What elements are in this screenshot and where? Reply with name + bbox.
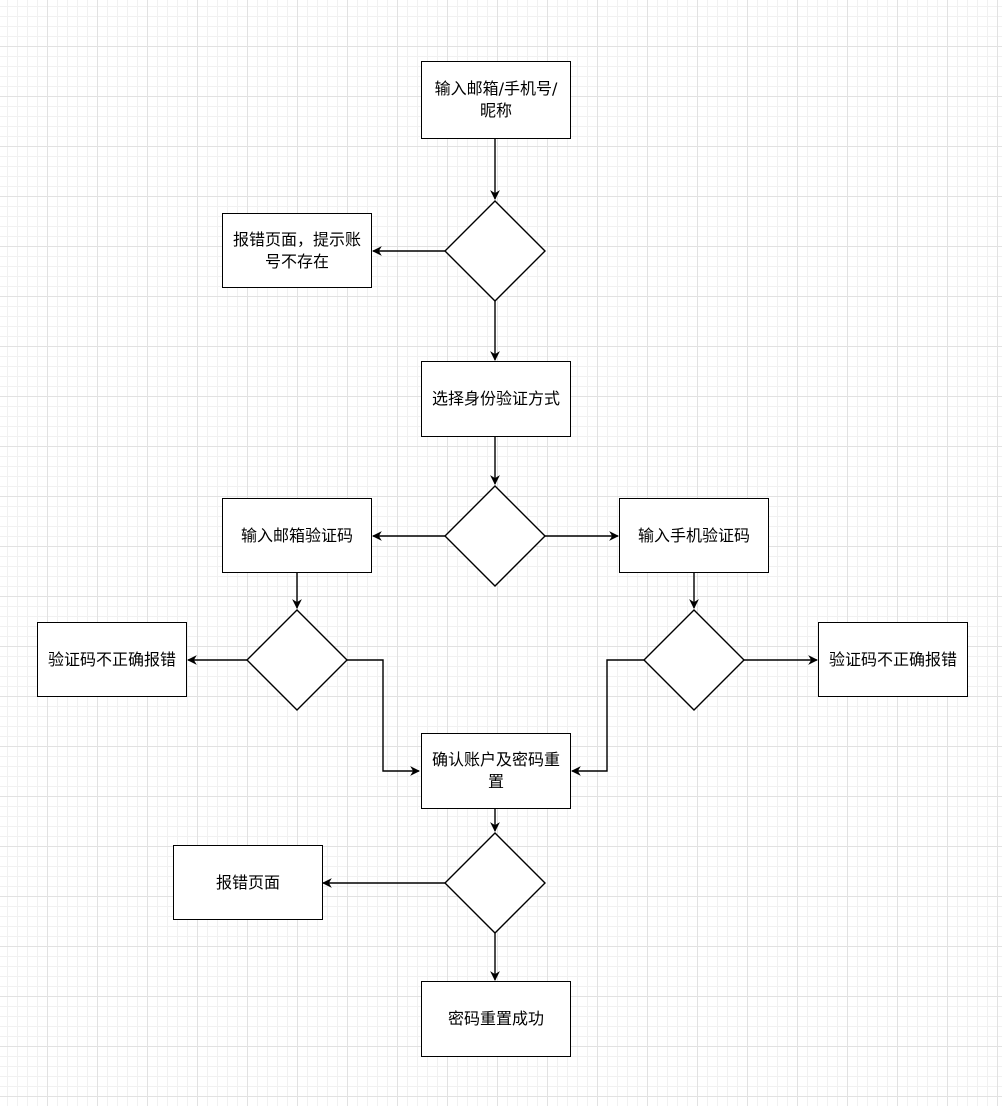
node-confirm-reset-label: 确认账户及密码重置 <box>431 750 560 791</box>
edge-phone-decision-to-confirm <box>571 659 644 776</box>
edge-email-decision-to-confirm <box>347 659 420 776</box>
node-error-no-account: 报错页面，提示账号不存在 <box>222 213 372 288</box>
node-input-account: 输入邮箱/手机号/昵称 <box>421 61 571 139</box>
decision-verify-method <box>444 485 546 587</box>
node-email-code-label: 输入邮箱验证码 <box>240 525 353 545</box>
node-reset-success-label: 密码重置成功 <box>447 1009 544 1028</box>
node-error-page: 报错页面 <box>173 845 323 920</box>
node-code-error-left-label: 验证码不正确报错 <box>47 649 176 669</box>
node-choose-method-label: 选择身份验证方式 <box>431 389 560 408</box>
node-email-code: 输入邮箱验证码 <box>222 498 372 573</box>
decision-phone-code <box>643 609 745 711</box>
node-input-account-label: 输入邮箱/手机号/昵称 <box>434 79 558 120</box>
node-error-no-account-label: 报错页面，提示账号不存在 <box>232 229 361 271</box>
node-code-error-left: 验证码不正确报错 <box>37 622 187 697</box>
node-phone-code: 输入手机验证码 <box>619 498 769 573</box>
node-reset-success: 密码重置成功 <box>421 981 571 1057</box>
node-phone-code-label: 输入手机验证码 <box>637 525 750 545</box>
node-code-error-right: 验证码不正确报错 <box>818 622 968 697</box>
node-confirm-reset: 确认账户及密码重置 <box>421 733 571 809</box>
decision-reset-result <box>444 832 546 934</box>
decision-email-code <box>246 609 348 711</box>
node-choose-method: 选择身份验证方式 <box>421 361 571 437</box>
node-code-error-right-label: 验证码不正确报错 <box>828 649 957 669</box>
decision-account-exists <box>444 200 546 302</box>
node-error-page-label: 报错页面 <box>215 872 280 892</box>
